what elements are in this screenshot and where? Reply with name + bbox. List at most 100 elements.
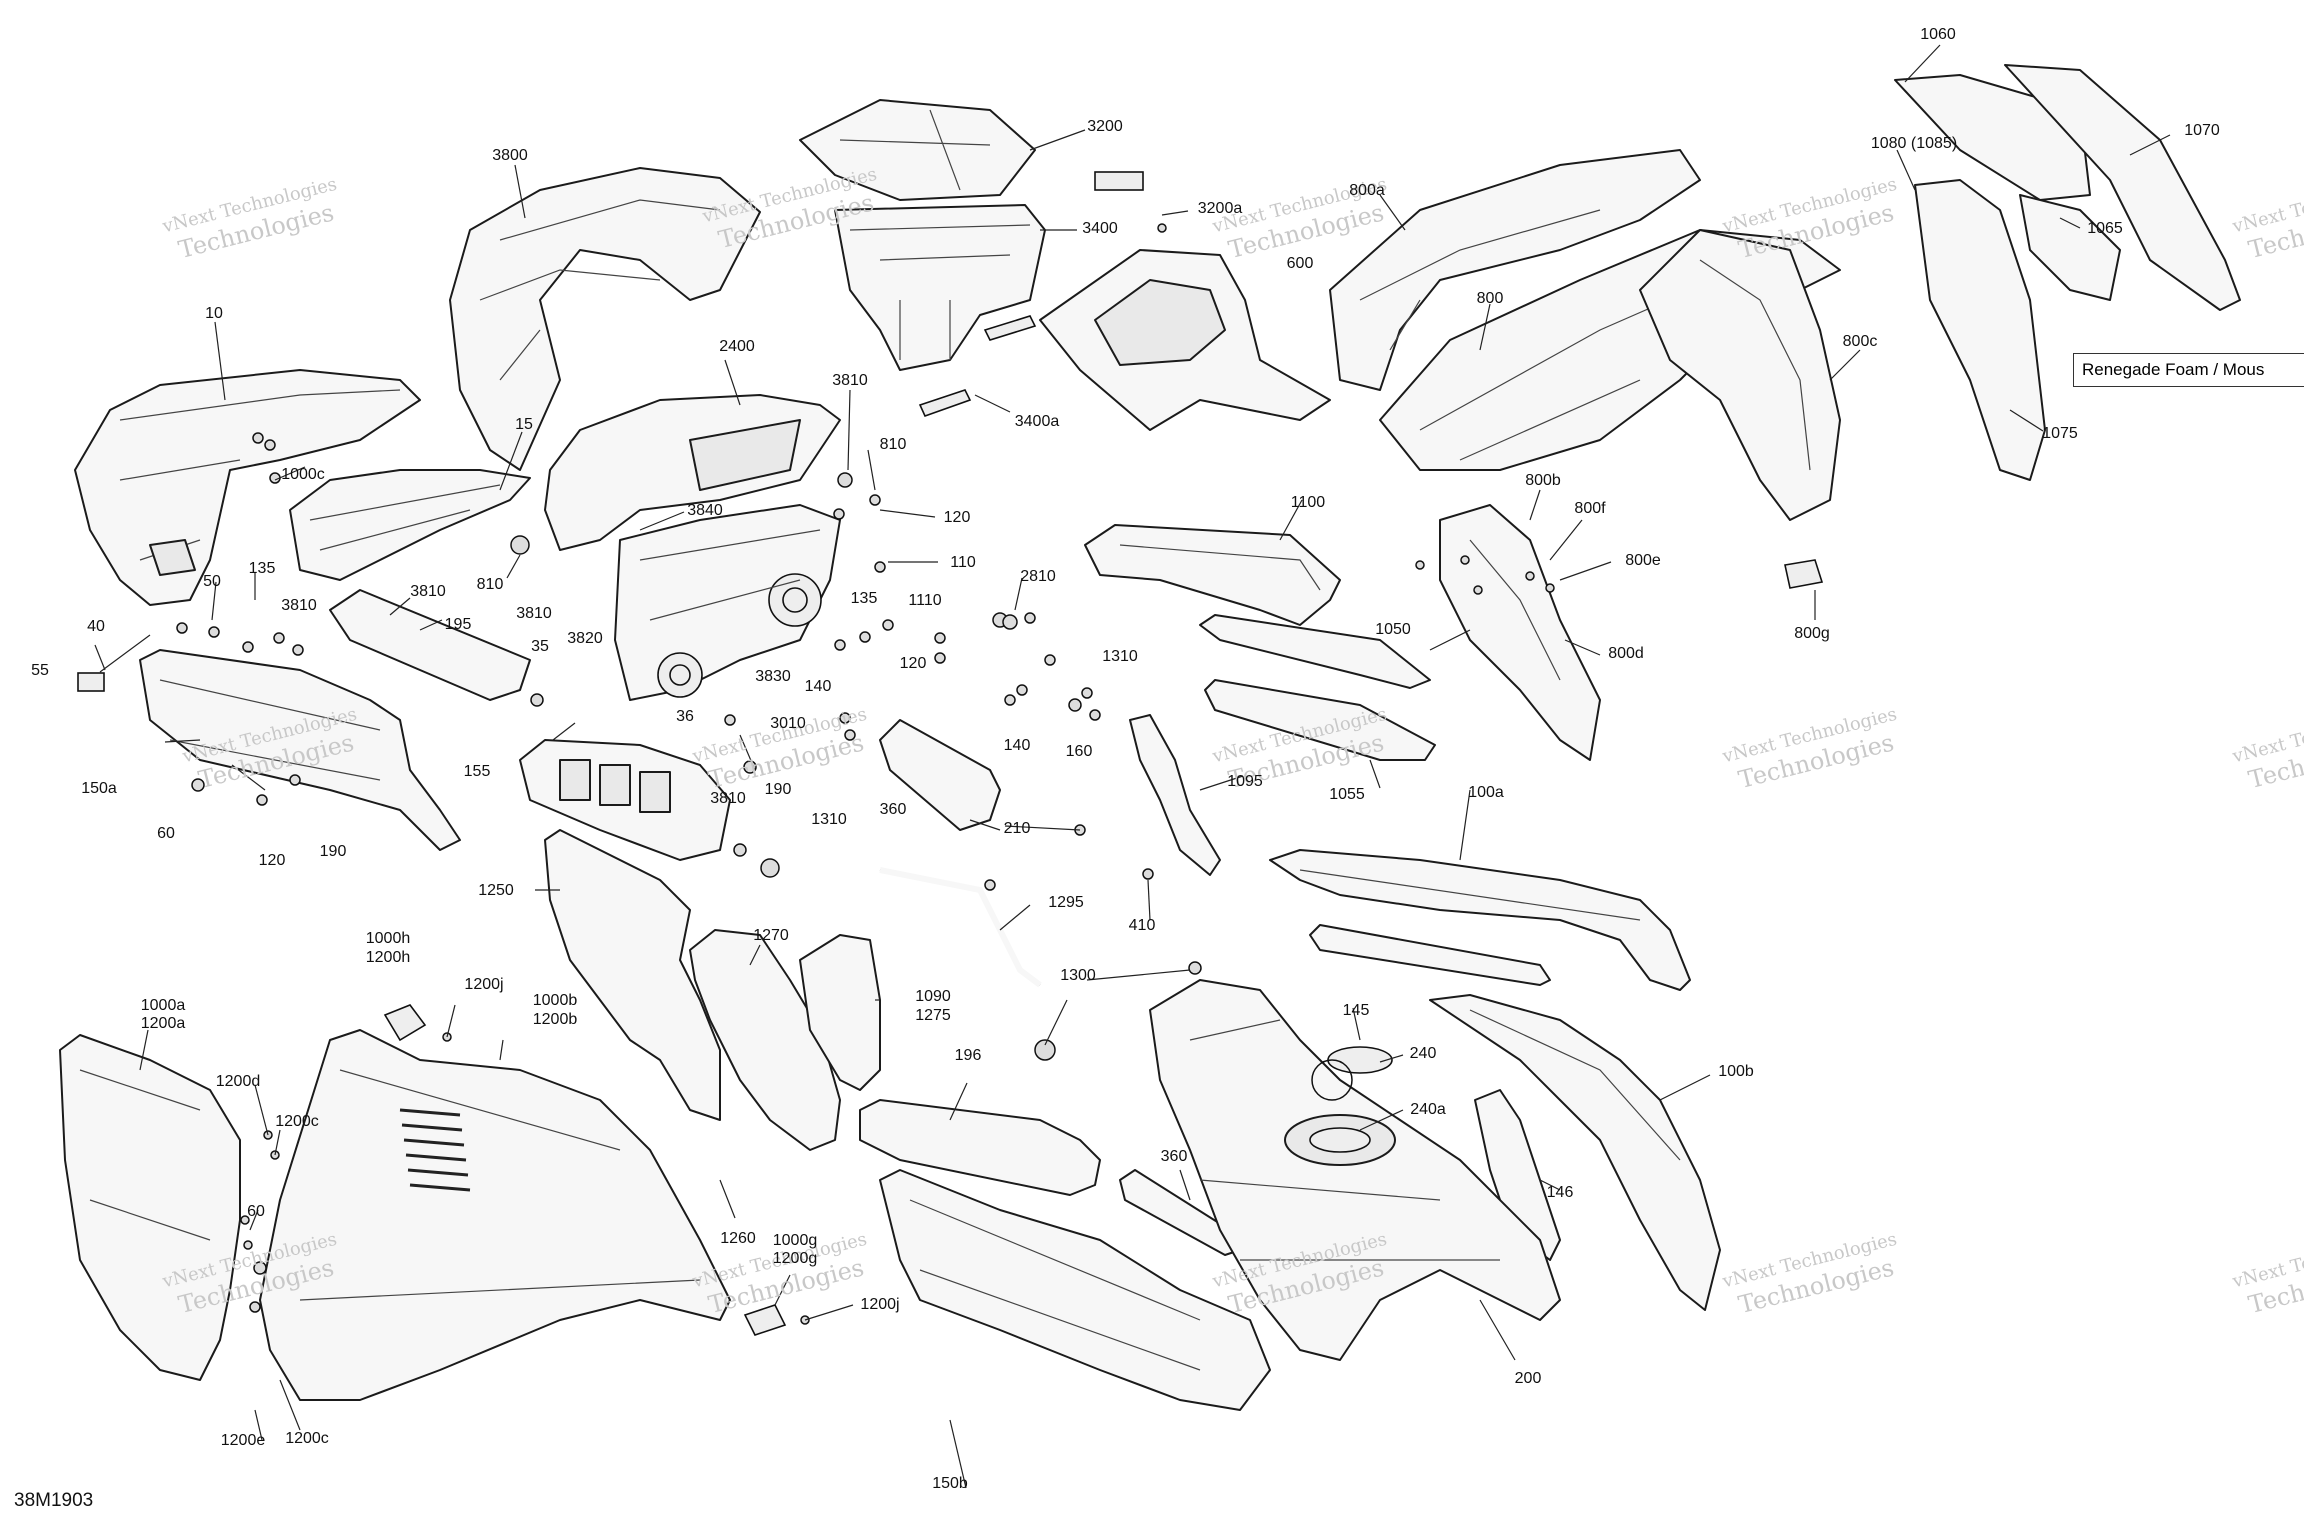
callout-140: 140 xyxy=(1003,737,1031,754)
callout-3400a: 3400a xyxy=(1014,413,1060,430)
callout-3810: 3810 xyxy=(410,583,446,600)
callout-2400: 2400 xyxy=(719,338,755,355)
callout-1000a: 1000a xyxy=(140,997,186,1014)
callout-120: 120 xyxy=(899,655,927,672)
diagram-code: 38M1903 xyxy=(14,1490,94,1511)
callout-196: 196 xyxy=(954,1047,982,1064)
callout-800b: 800b xyxy=(1525,472,1561,489)
parts-layer xyxy=(59,44,2241,1489)
callout-1000b: 1000b xyxy=(532,992,578,1009)
callout-195: 195 xyxy=(444,616,472,633)
callout-360: 360 xyxy=(879,801,907,818)
callout-1310: 1310 xyxy=(811,811,847,828)
callout-10: 10 xyxy=(205,305,223,322)
callout-810: 810 xyxy=(476,576,504,593)
callout-1080: 1080 (1085) xyxy=(1870,135,1958,152)
callout-3830: 3830 xyxy=(755,668,791,685)
callout-35: 35 xyxy=(531,638,549,655)
callout-1200j: 1200j xyxy=(860,1296,900,1313)
callout-3200a: 3200a xyxy=(1197,200,1243,217)
callout-1200c: 1200c xyxy=(275,1113,319,1130)
callout-1000h: 1000h xyxy=(365,930,411,947)
callout-2810: 2810 xyxy=(1020,568,1056,585)
callout-800: 800 xyxy=(1476,290,1504,307)
callout-100a: 100a xyxy=(1468,784,1504,801)
callout-1070: 1070 xyxy=(2184,122,2220,139)
callout-160: 160 xyxy=(1065,743,1093,760)
callout-600: 600 xyxy=(1286,255,1314,272)
callout-190: 190 xyxy=(319,843,347,860)
callout-135: 135 xyxy=(248,560,276,577)
callout-800c: 800c xyxy=(1842,333,1878,350)
callout-1200j: 1200j xyxy=(464,976,504,993)
callout-240a: 240a xyxy=(1410,1101,1446,1118)
callout-3400: 3400 xyxy=(1082,220,1118,237)
callout-1000c: 1000c xyxy=(281,466,325,483)
callout-1200b: 1200b xyxy=(532,1011,578,1028)
callout-1075: 1075 xyxy=(2042,425,2078,442)
callout-3810: 3810 xyxy=(832,372,868,389)
callout-1060: 1060 xyxy=(1920,26,1956,43)
callout-3820: 3820 xyxy=(567,630,603,647)
callout-60: 60 xyxy=(247,1203,265,1220)
callout-800f: 800f xyxy=(1574,500,1606,517)
callout-800d: 800d xyxy=(1608,645,1644,662)
callout-810: 810 xyxy=(879,436,907,453)
callout-3840: 3840 xyxy=(687,502,723,519)
callout-1260: 1260 xyxy=(720,1230,756,1247)
callout-800e: 800e xyxy=(1625,552,1661,569)
callout-120: 120 xyxy=(258,852,286,869)
callout-140: 140 xyxy=(804,678,832,695)
note-box: Renegade Foam / Mous xyxy=(2073,353,2304,387)
callout-100b: 100b xyxy=(1718,1063,1754,1080)
callout-1250: 1250 xyxy=(478,882,514,899)
callout-1295: 1295 xyxy=(1048,894,1084,911)
callout-800g: 800g xyxy=(1794,625,1830,642)
callout-1275: 1275 xyxy=(915,1007,951,1024)
callout-1300: 1300 xyxy=(1060,967,1096,984)
callout-36: 36 xyxy=(676,708,694,725)
callout-3200: 3200 xyxy=(1087,118,1123,135)
callout-1200g: 1200g xyxy=(772,1250,818,1267)
callout-55: 55 xyxy=(31,662,49,679)
callout-800a: 800a xyxy=(1349,182,1385,199)
callout-120: 120 xyxy=(943,509,971,526)
callout-210: 210 xyxy=(1003,820,1031,837)
callout-1050: 1050 xyxy=(1375,621,1411,638)
callout-200: 200 xyxy=(1514,1370,1542,1387)
callout-1065: 1065 xyxy=(2087,220,2123,237)
callout-150b: 150b xyxy=(932,1475,968,1492)
callout-40: 40 xyxy=(87,618,105,635)
callout-360: 360 xyxy=(1160,1148,1188,1165)
callout-1055: 1055 xyxy=(1329,786,1365,803)
callout-190: 190 xyxy=(764,781,792,798)
callout-3810: 3810 xyxy=(281,597,317,614)
callout-1090: 1090 xyxy=(915,988,951,1005)
callout-145: 145 xyxy=(1342,1002,1370,1019)
callout-135: 135 xyxy=(850,590,878,607)
callout-155: 155 xyxy=(463,763,491,780)
callout-1095: 1095 xyxy=(1227,773,1263,790)
callout-1310: 1310 xyxy=(1102,648,1138,665)
callout-3010: 3010 xyxy=(770,715,806,732)
callout-15: 15 xyxy=(515,416,533,433)
callout-3810: 3810 xyxy=(516,605,552,622)
callout-1200c: 1200c xyxy=(285,1430,329,1447)
callout-1100: 1100 xyxy=(1290,494,1326,511)
callout-3810: 3810 xyxy=(710,790,746,807)
callout-3800: 3800 xyxy=(492,147,528,164)
callout-1110: 1110 xyxy=(908,592,942,609)
callout-110: 110 xyxy=(950,554,976,571)
callout-240: 240 xyxy=(1409,1045,1437,1062)
callout-60: 60 xyxy=(157,825,175,842)
callout-1000g: 1000g xyxy=(772,1232,818,1249)
callout-1200a: 1200a xyxy=(140,1015,186,1032)
callout-1200d: 1200d xyxy=(215,1073,261,1090)
callout-1270: 1270 xyxy=(753,927,789,944)
callout-150a: 150a xyxy=(81,780,117,797)
callout-1200h: 1200h xyxy=(365,949,411,966)
callout-410: 410 xyxy=(1128,917,1156,934)
callout-146: 146 xyxy=(1546,1184,1574,1201)
callout-1200e: 1200e xyxy=(220,1432,266,1449)
